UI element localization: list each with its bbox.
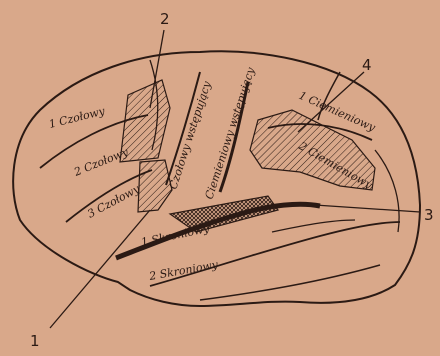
inferior-temporal-sulcus <box>200 265 380 300</box>
marker-2: 2 <box>160 10 170 28</box>
marker-4: 4 <box>362 56 372 74</box>
marker-1: 1 <box>30 332 40 350</box>
hatched-area-2 <box>120 80 170 162</box>
label-skroniowy-1: 1 Skroniowy <box>140 222 211 249</box>
label-czolowy-1: 1 Czołowy <box>48 104 107 131</box>
minor-sulcus <box>375 150 399 232</box>
leader-line-1 <box>50 210 150 328</box>
label-skroniowy-2: 2 Skroniowy <box>147 258 219 283</box>
marker-3: 3 <box>424 206 434 224</box>
label-czolowy-wstepujacy: Czołowy wstępujący <box>166 79 213 191</box>
